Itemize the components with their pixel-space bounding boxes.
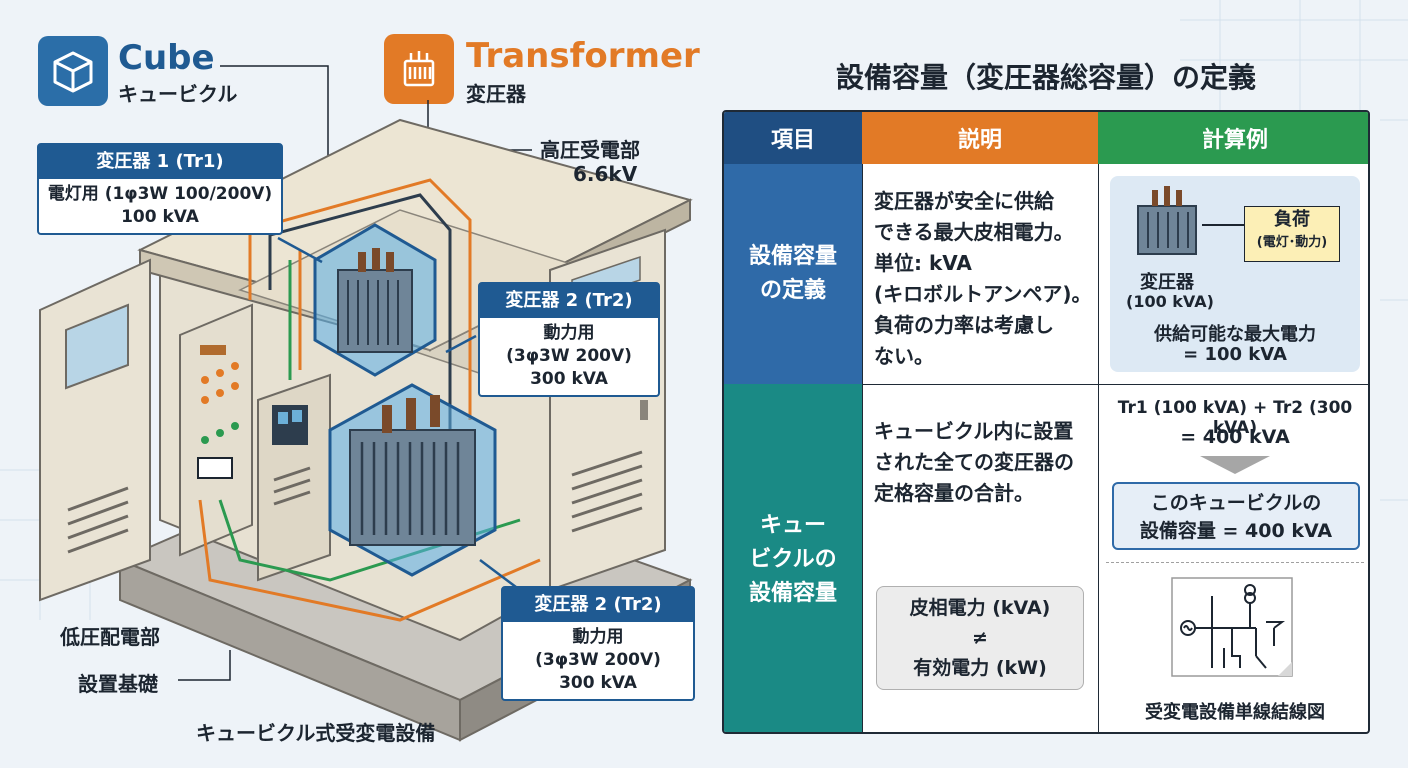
sum-line2: = 400 kVA [1180, 426, 1290, 448]
note-box: 皮相電力 (kVA) ≠ 有効電力 (kW) [876, 586, 1084, 690]
row2-head: キュービクルの設備容量 [724, 384, 862, 732]
tr1-callout: 変圧器 1 (Tr1) 電灯用 (1φ3W 100/200V) 100 kVA [37, 143, 283, 235]
tr-capacity: (100 kVA) [1126, 292, 1214, 311]
header-item: 項目 [724, 112, 862, 164]
header-description: 説明 [862, 112, 1098, 164]
tr2-upper-capacity: 300 kVA [530, 369, 608, 389]
tr2-callout-lower: 変圧器 2 (Tr2) 動力用 (3φ3W 200V) 300 kVA [501, 586, 695, 701]
diagram-caption: 受変電設備単線結線図 [1145, 702, 1325, 723]
tr2-lower-capacity: 300 kVA [559, 673, 637, 693]
transformer-icon [1137, 186, 1197, 255]
max-power-line2: = 100 kVA [1183, 344, 1287, 365]
load-label: 負荷 [1274, 209, 1310, 230]
load-sub: (電灯･動力) [1256, 235, 1328, 250]
tr1-callout-head: 変圧器 1 (Tr1) [39, 145, 281, 179]
foundation-label: 設置基礎 [78, 672, 158, 696]
note-not-equal: ≠ [972, 627, 988, 649]
tr2-upper-head: 変圧器 2 (Tr2) [480, 284, 658, 318]
header-calculation: 計算例 [1098, 112, 1368, 164]
definition-table: 項目 説明 計算例 設備容量の定義 キュービクルの設備容量 変圧器が安全に供給で… [722, 110, 1370, 734]
tr1-capacity: 100 kVA [121, 207, 199, 227]
sum-line1: Tr1 (100 kVA) + Tr2 (300 kVA) [1117, 398, 1353, 438]
max-power-line1: 供給可能な最大電力 [1154, 324, 1316, 345]
tr2-upper-voltage: (3φ3W 200V) [506, 346, 632, 366]
cube-subtitle: キュービクル [118, 82, 238, 106]
tr2-callout-upper: 変圧器 2 (Tr2) 動力用 (3φ3W 200V) 300 kVA [478, 282, 660, 397]
cube-logo-icon [38, 36, 108, 106]
row1-description: 変圧器が安全に供給できる最大皮相電力。単位: kVA (キロボルトアンペア)。負… [874, 189, 1092, 368]
tr-name: 変圧器 [1140, 272, 1194, 293]
result-line1: このキュービクルの [1150, 492, 1322, 514]
result-line2: 設備容量 = 400 kVA [1139, 520, 1333, 542]
load-box: 負荷 (電灯･動力) [1244, 206, 1340, 262]
tr2-lower-voltage: (3φ3W 200V) [535, 650, 661, 670]
section-divider [1106, 562, 1364, 563]
row1-calc-panel: 負荷 (電灯･動力) 変圧器 (100 kVA) 供給可能な最大電力 = 100… [1110, 176, 1360, 372]
lv-distribution-label: 低圧配電部 [60, 625, 160, 649]
note-apparent-power: 皮相電力 (kVA) [909, 597, 1051, 619]
transformer-subtitle: 変圧器 [466, 82, 526, 106]
tr2-lower-use: 動力用 [572, 627, 624, 647]
row1-head: 設備容量の定義 [724, 164, 862, 384]
cube-title: Cube [118, 38, 215, 78]
tr2-lower-head: 変圧器 2 (Tr2) [503, 588, 693, 622]
note-active-power: 有効電力 (kW) [913, 657, 1047, 679]
result-box: このキュービクルの 設備容量 = 400 kVA [1112, 482, 1360, 550]
tr2-upper-use: 動力用 [543, 323, 595, 343]
cubicle-caption: キュービクル式受変電設備 [196, 721, 436, 745]
down-arrow-icon [1200, 456, 1270, 474]
row2-description: キュービクル内に設置された全ての変圧器の定格容量の合計。 [874, 419, 1074, 505]
hv-voltage-label: 6.6kV [573, 162, 638, 186]
hv-receiving-label: 高圧受電部 [540, 138, 640, 162]
transformer-title: Transformer [466, 36, 700, 76]
tr1-use: 電灯用 (1φ3W 100/200V) [47, 184, 273, 204]
transformer-logo-icon [384, 34, 454, 104]
single-line-diagram-icon [1171, 577, 1293, 677]
table-title: 設備容量（変圧器総容量）の定義 [835, 61, 1256, 94]
